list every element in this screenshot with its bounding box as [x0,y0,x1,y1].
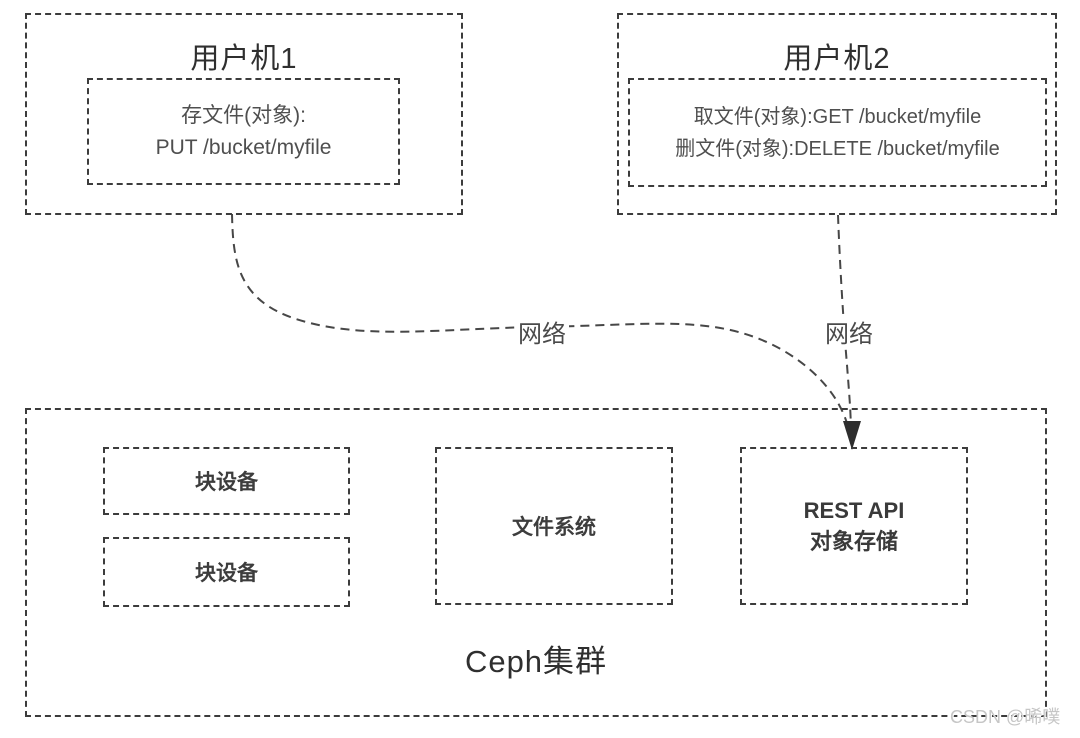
client1-action-line-1: 存文件(对象): [181,103,306,127]
client1-action-box: 存文件(对象): PUT /bucket/myfile [87,78,400,185]
client1-box: 用户机1 存文件(对象): PUT /bucket/myfile [25,13,463,215]
rest-api-box: REST API 对象存储 [740,447,968,605]
network-label-2: 网络 [822,314,876,349]
block-device-2-label: 块设备 [195,562,258,585]
client1-action-line-2: PUT /bucket/myfile [155,135,332,159]
file-system-box: 文件系统 [435,447,673,605]
block-device-box-2: 块设备 [103,537,350,607]
watermark: CSDN @晞噗 [950,707,1061,727]
rest-api-label-line-2: 对象存储 [809,529,898,554]
client2-action-line-1: 取文件(对象):GET /bucket/myfile [693,105,982,128]
client2-action-line-2: 删文件(对象):DELETE /bucket/myfile [675,137,1000,160]
network-label-1: 网络 [515,314,569,349]
network-curve-client2 [837,214,852,437]
ceph-cluster-box: 块设备 块设备 文件系统 REST API 对象存储 Ceph集群 [25,408,1047,717]
client1-title: 用户机1 [190,43,298,75]
client2-box: 用户机2 取文件(对象):GET /bucket/myfile 删文件(对象):… [617,13,1057,215]
ceph-cluster-title: Ceph集群 [464,644,608,679]
client2-title: 用户机2 [783,43,891,75]
rest-api-label-line-1: REST API [803,498,905,523]
client2-action-box: 取文件(对象):GET /bucket/myfile 删文件(对象):DELET… [628,78,1047,187]
arrow-head-icon [843,421,861,450]
file-system-label: 文件系统 [512,516,596,539]
block-device-box-1: 块设备 [103,447,350,515]
block-device-1-label: 块设备 [195,471,258,494]
